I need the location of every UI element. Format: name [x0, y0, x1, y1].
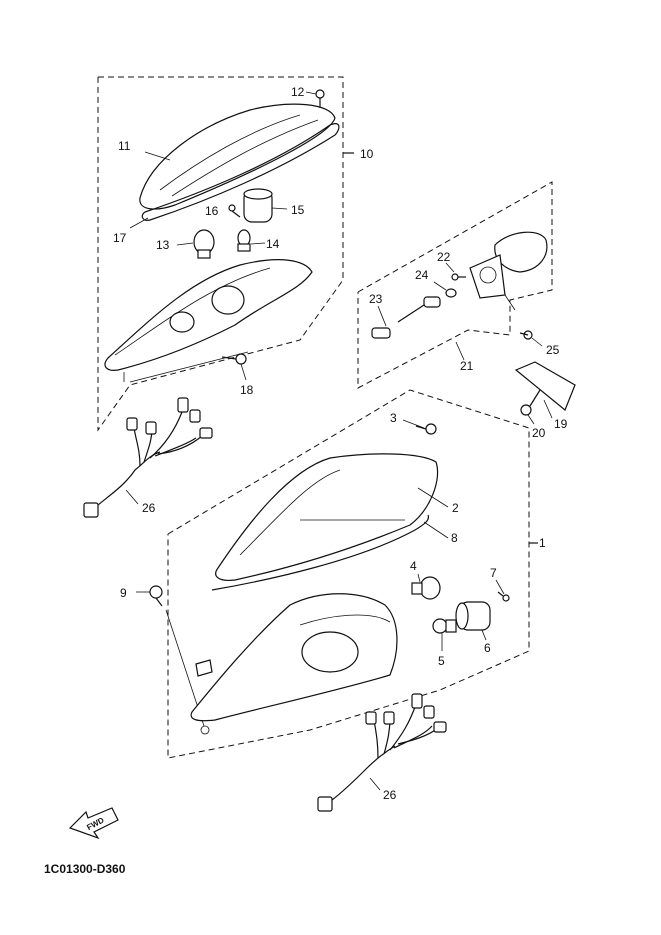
callout-18: 18 — [240, 383, 254, 397]
callout-21: 21 — [460, 359, 474, 373]
part-5-bulb[interactable] — [432, 618, 457, 651]
part-tail-housing[interactable] — [104, 259, 313, 383]
callout-5: 5 — [438, 654, 445, 668]
part-9-screw[interactable] — [136, 585, 205, 727]
callout-20: 20 — [532, 426, 546, 440]
callout-12: 12 — [291, 85, 305, 99]
callout-8: 8 — [451, 531, 458, 545]
callout-17: 17 — [113, 231, 127, 245]
assembly-group-10 — [97, 76, 354, 432]
part-26-harness-lower[interactable] — [317, 693, 447, 812]
part-2-lens[interactable] — [215, 453, 449, 581]
callout-26-upper: 26 — [142, 501, 156, 515]
part-19-reflector[interactable] — [514, 361, 576, 419]
callout-7: 7 — [490, 566, 497, 580]
part-26-harness-upper[interactable] — [83, 397, 213, 518]
callout-6: 6 — [484, 641, 491, 655]
part-20-nut[interactable] — [520, 389, 541, 425]
diagram-code: 1C01300-D360 — [44, 862, 126, 876]
callout-25: 25 — [546, 343, 560, 357]
part-4-bulb[interactable] — [411, 573, 441, 600]
callout-9: 9 — [120, 586, 127, 600]
callout-26-lower: 26 — [383, 788, 397, 802]
callout-24: 24 — [415, 268, 429, 282]
callout-19: 19 — [554, 417, 568, 431]
part-14-bulb[interactable] — [237, 229, 266, 252]
part-25-screw[interactable] — [519, 330, 543, 347]
part-12-screw[interactable] — [305, 89, 325, 108]
callout-14: 14 — [266, 237, 280, 251]
part-8-gasket[interactable] — [211, 514, 449, 591]
callout-3: 3 — [390, 411, 397, 425]
callout-2: 2 — [452, 501, 459, 515]
callout-16: 16 — [205, 204, 219, 218]
part-main-housing[interactable] — [190, 593, 398, 735]
part-license-lens[interactable] — [469, 231, 548, 311]
callout-10: 10 — [360, 147, 374, 161]
callout-15: 15 — [291, 203, 305, 217]
part-18-screw[interactable] — [221, 353, 247, 381]
part-7-screw[interactable] — [495, 579, 510, 602]
callout-23: 23 — [369, 292, 383, 306]
callout-22: 22 — [437, 250, 451, 264]
part-11-lens[interactable] — [139, 103, 336, 210]
part-17-gasket[interactable] — [129, 123, 340, 229]
callout-11: 11 — [118, 139, 131, 153]
callout-labels: 12 11 10 16 15 17 13 14 22 24 23 25 21 1… — [113, 85, 568, 802]
callout-4: 4 — [410, 559, 417, 573]
part-15-socket[interactable] — [243, 188, 288, 223]
assembly-group-1 — [167, 389, 538, 759]
part-22-screw[interactable] — [445, 262, 466, 281]
callout-1: 1 — [539, 536, 546, 550]
part-16-screw[interactable] — [228, 204, 241, 218]
part-13-bulb[interactable] — [176, 229, 215, 259]
part-3-screw[interactable] — [402, 419, 437, 435]
fwd-arrow-icon: FWD — [68, 807, 119, 840]
part-23-socket[interactable] — [371, 296, 441, 339]
part-6-socket[interactable] — [455, 601, 491, 641]
assembly-group-21 — [357, 181, 553, 389]
part-24-bulb[interactable] — [433, 281, 457, 298]
callout-13: 13 — [156, 238, 170, 252]
